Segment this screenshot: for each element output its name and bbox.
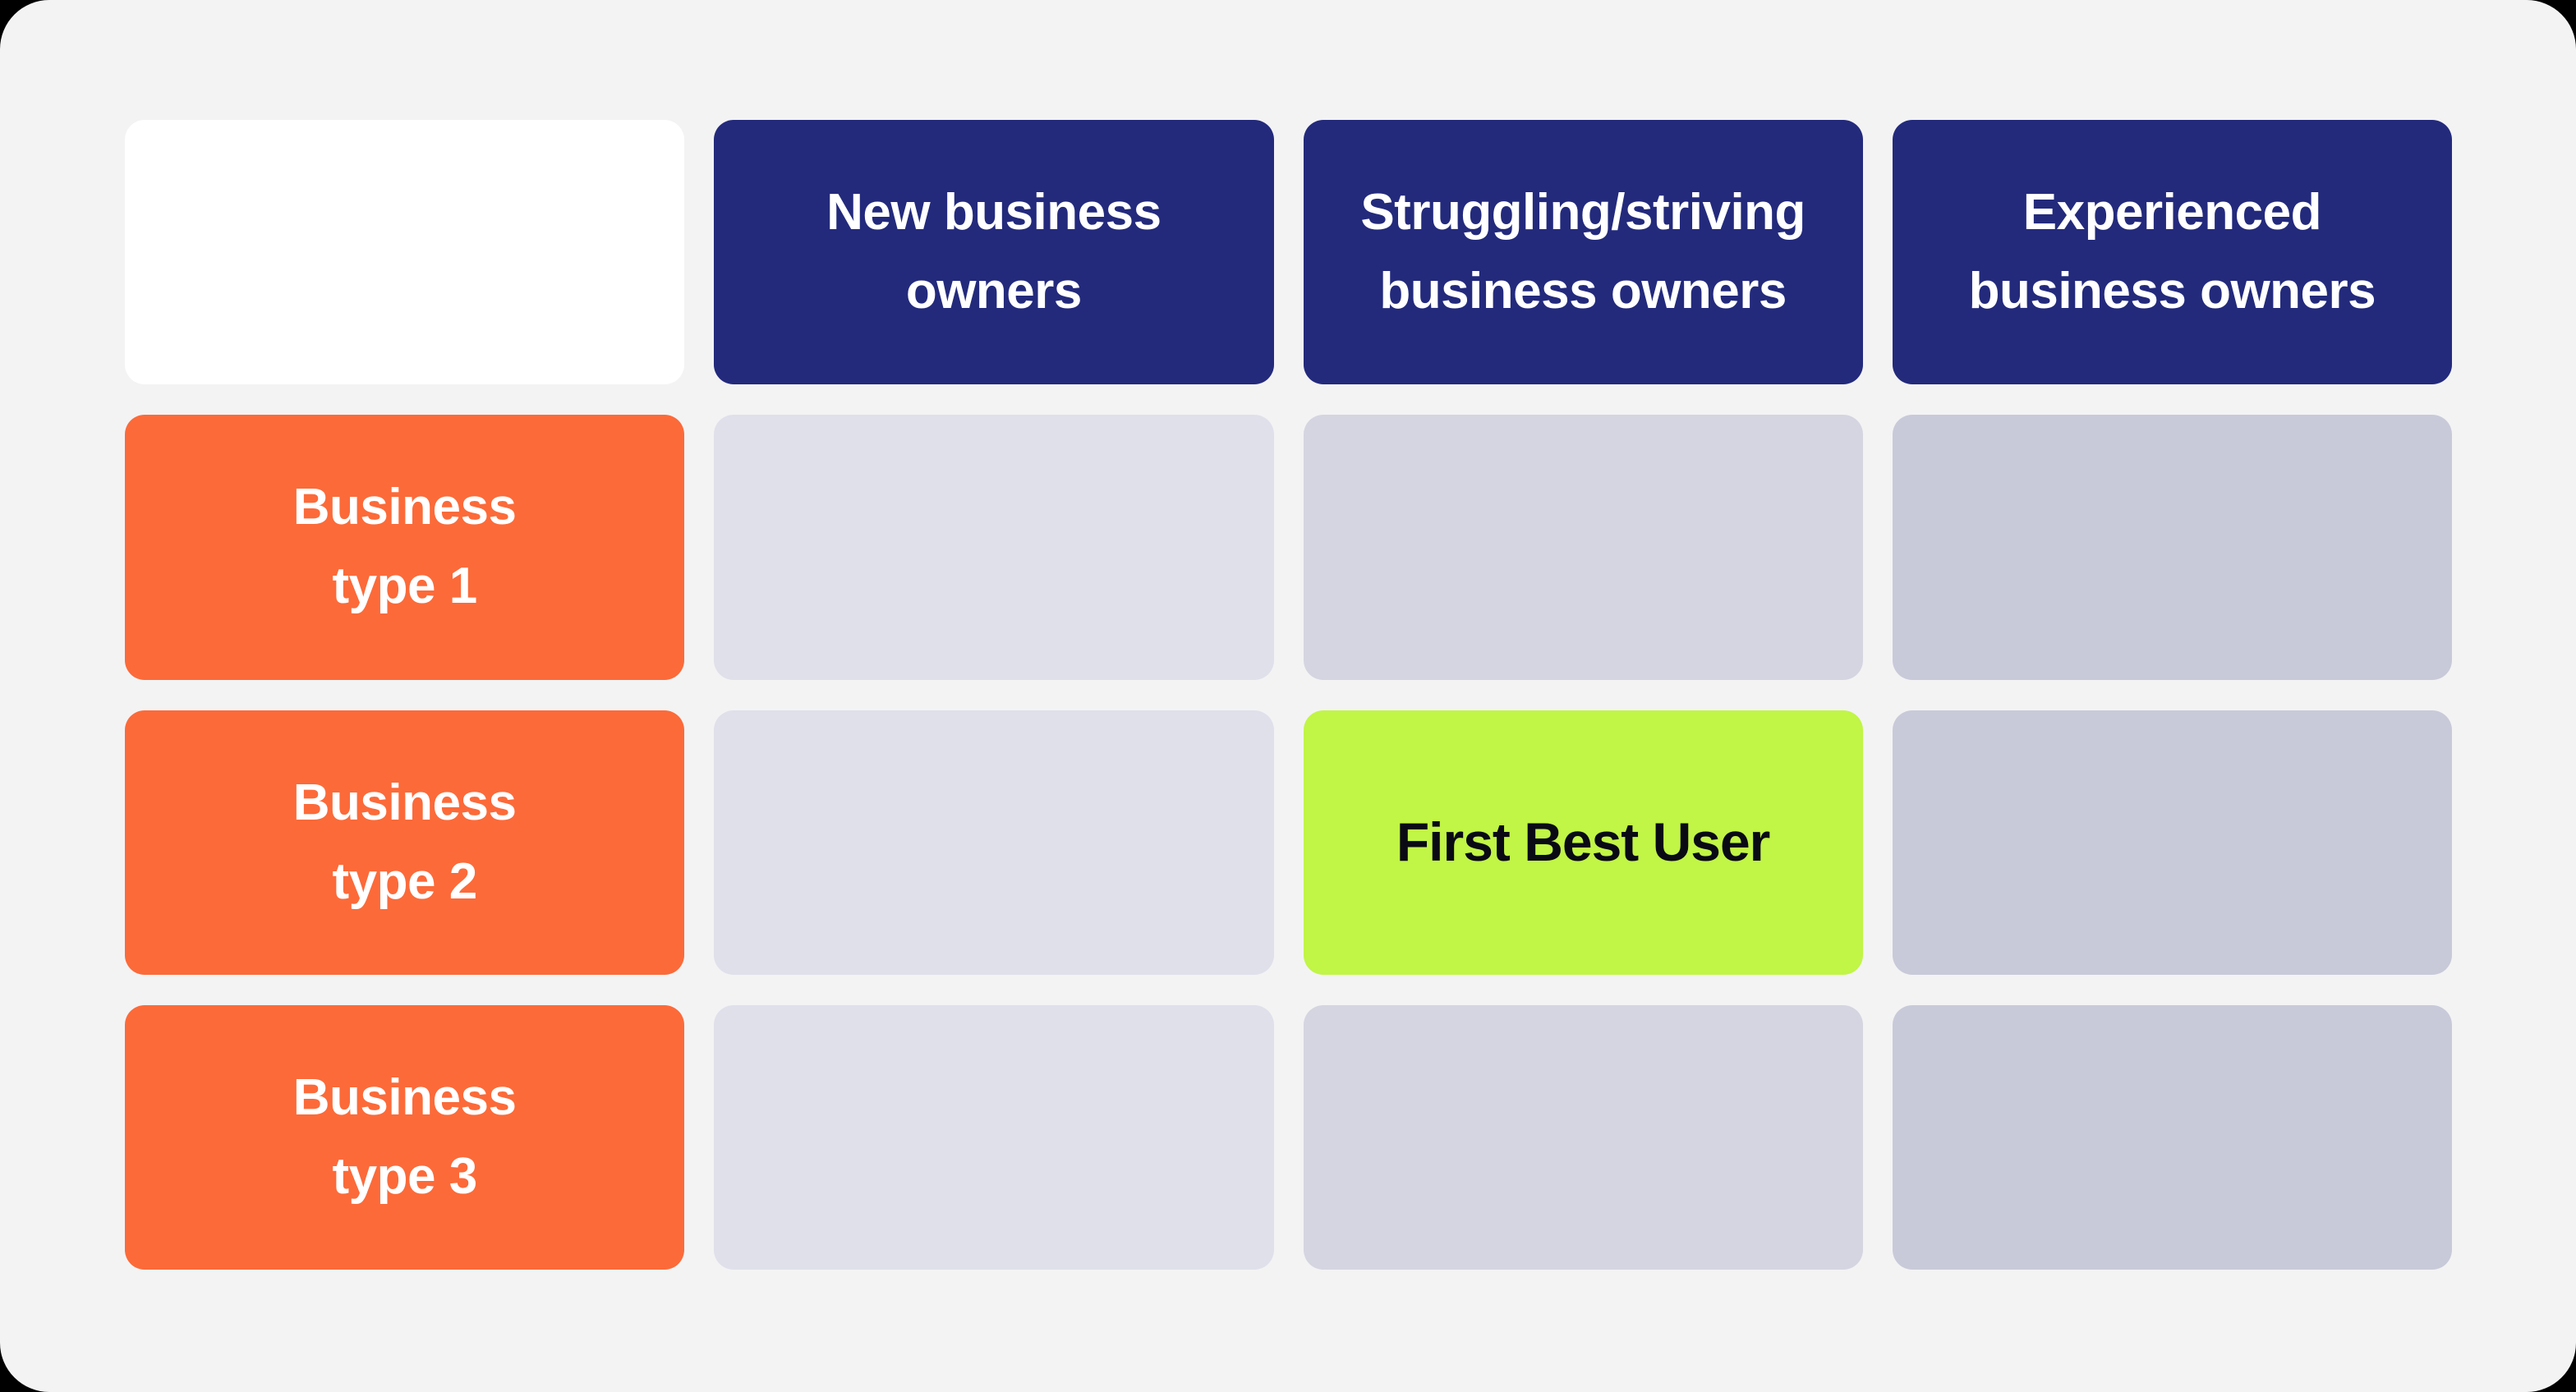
matrix-cell-r1c2: [1303, 415, 1863, 680]
first-best-user-label: First Best User: [1396, 811, 1771, 873]
row-header-business-type-2: Business type 2: [125, 710, 685, 975]
matrix-cell-r1c1: [714, 415, 1274, 680]
col-header-label: New business owners: [826, 184, 1162, 320]
row-header-label: Business type 3: [292, 1068, 517, 1205]
matrix-cell-first-best-user: First Best User: [1303, 710, 1863, 975]
matrix-cell-r2c1: [714, 710, 1274, 975]
segmentation-matrix: New business owners Struggling/striving …: [125, 120, 2452, 1270]
col-header-label: Struggling/striving business owners: [1360, 184, 1806, 320]
matrix-cell-r3c3: [1892, 1004, 2452, 1270]
row-header-business-type-3: Business type 3: [125, 1004, 685, 1270]
row-header-label: Business type 1: [292, 479, 517, 615]
matrix-cell-r1c3: [1892, 415, 2452, 680]
corner-cell: [125, 120, 685, 385]
row-header-label: Business type 2: [292, 774, 517, 910]
matrix-cell-r2c3: [1892, 710, 2452, 975]
row-header-business-type-1: Business type 1: [125, 415, 685, 680]
col-header-label: Experienced business owners: [1968, 184, 2376, 320]
col-header-experienced-business-owners: Experienced business owners: [1892, 120, 2452, 385]
matrix-cell-r3c2: [1303, 1004, 1863, 1270]
col-header-struggling-striving-business-owners: Struggling/striving business owners: [1303, 120, 1863, 385]
col-header-new-business-owners: New business owners: [714, 120, 1274, 385]
matrix-cell-r3c1: [714, 1004, 1274, 1270]
